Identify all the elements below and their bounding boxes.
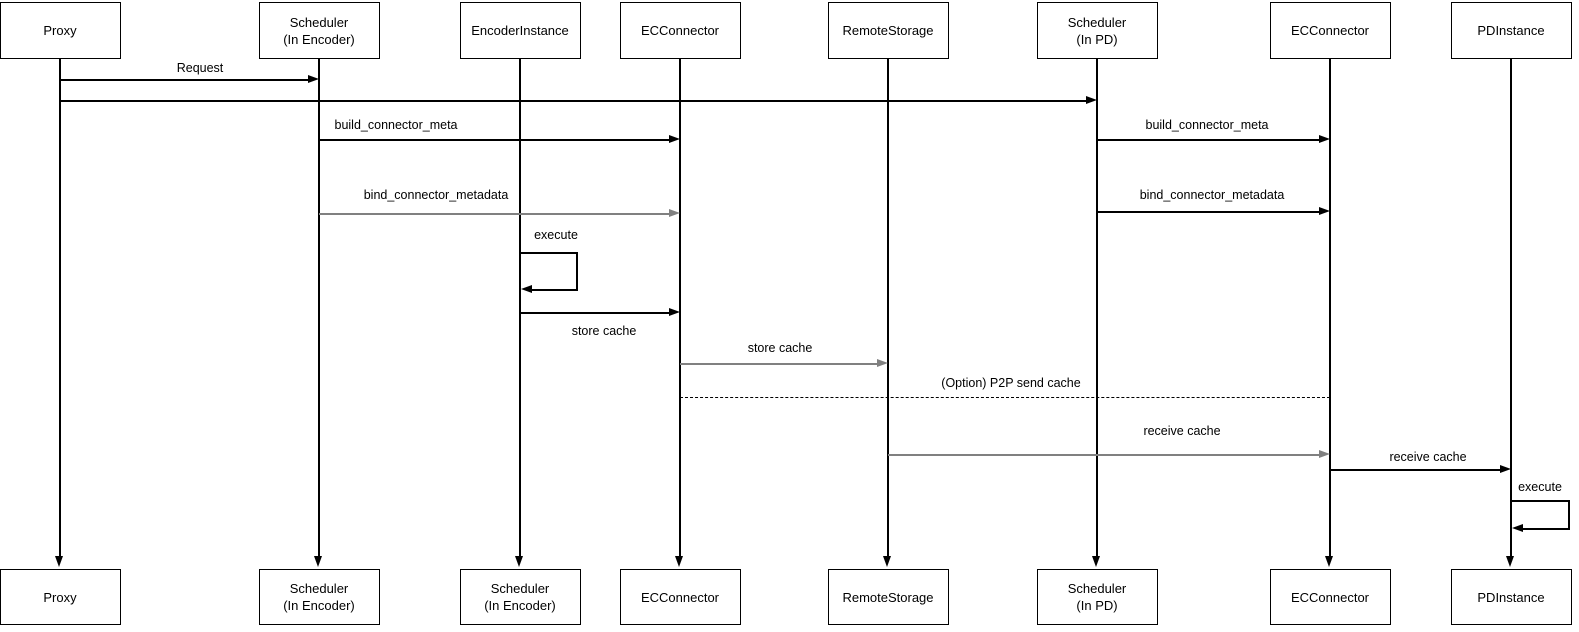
message-bind-connector-metadata-encoder-line — [319, 212, 670, 216]
message-store-cache-remote-storage-arrowhead-icon — [877, 359, 888, 368]
message-build-connector-meta-encoder-line — [319, 139, 670, 141]
lifeline-scheduler-encoder-arrowhead-icon — [314, 556, 323, 567]
message-receive-cache-ec-connector-line — [888, 453, 1320, 457]
actor-top-encoder-instance[interactable]: EncoderInstance — [459, 2, 581, 59]
lifeline-proxy-arrowhead-icon — [55, 556, 64, 567]
lifeline-scheduler-encoder — [318, 59, 320, 556]
message-build-connector-meta-pd-arrowhead-icon — [1319, 135, 1330, 144]
message-store-cache-ec-connector-label: store cache — [569, 324, 639, 338]
actor-top-ec-connector-2-label: ECConnector — [1290, 23, 1370, 38]
actor-bottom-encoder-instance-label: Scheduler (In Encoder) — [484, 581, 556, 613]
message-bind-connector-metadata-pd-arrowhead-icon — [1319, 207, 1330, 216]
actor-bottom-pd-instance[interactable]: PDInstance — [1450, 569, 1572, 625]
selfloop-execute-pd-label: execute — [1516, 480, 1564, 494]
actor-top-encoder-instance-label: EncoderInstance — [471, 23, 569, 38]
message-request-line — [60, 79, 309, 81]
message-bind-connector-metadata-encoder-label: bind_connector_metadata — [361, 188, 511, 202]
actor-bottom-remote-storage[interactable]: RemoteStorage — [827, 569, 949, 625]
message-receive-cache-pd-instance-line — [1330, 469, 1501, 471]
actor-top-remote-storage-label: RemoteStorage — [842, 23, 934, 38]
selfloop-execute-pd-top-line — [1511, 500, 1570, 502]
actor-top-ec-connector-1-label: ECConnector — [640, 23, 720, 38]
actor-top-ec-connector-1[interactable]: ECConnector — [619, 2, 741, 59]
message-request-arrowhead-icon — [308, 75, 319, 84]
actor-top-scheduler-encoder-label: Scheduler (In Encoder) — [283, 14, 355, 47]
lifeline-scheduler-pd-arrowhead-icon — [1092, 556, 1101, 567]
lifeline-pd-instance — [1510, 59, 1512, 556]
lifeline-ec-connector-1 — [679, 59, 681, 556]
lifeline-ec-connector-2 — [1329, 59, 1331, 556]
actor-bottom-remote-storage-label: RemoteStorage — [842, 589, 934, 605]
actor-bottom-scheduler-encoder-label: Scheduler (In Encoder) — [283, 581, 355, 613]
message-build-connector-meta-encoder-arrowhead-icon — [669, 135, 680, 144]
lifeline-ec-connector-2-arrowhead-icon — [1325, 556, 1334, 567]
actor-top-proxy[interactable]: Proxy — [0, 2, 121, 59]
lifeline-remote-storage — [887, 59, 889, 556]
message-p2p-send-cache-line — [680, 397, 1330, 399]
actor-top-proxy-label: Proxy — [43, 23, 77, 38]
actor-top-remote-storage[interactable]: RemoteStorage — [827, 2, 949, 59]
message-receive-cache-ec-connector-label: receive cache — [1141, 424, 1223, 438]
actor-bottom-ec-connector-1-label: ECConnector — [640, 589, 720, 605]
message-store-cache-ec-connector-line — [520, 312, 670, 314]
actor-bottom-scheduler-pd-label: Scheduler (In PD) — [1067, 581, 1127, 613]
selfloop-execute-pd-right-line — [1568, 501, 1570, 529]
lifeline-encoder-instance-arrowhead-icon — [515, 556, 524, 567]
lifeline-ec-connector-1-arrowhead-icon — [675, 556, 684, 567]
message-store-cache-ec-connector-arrowhead-icon — [669, 308, 680, 317]
actor-bottom-ec-connector-1[interactable]: ECConnector — [619, 569, 741, 625]
actor-top-scheduler-encoder[interactable]: Scheduler (In Encoder) — [258, 2, 380, 59]
message-bind-connector-metadata-pd-line — [1097, 211, 1320, 213]
selfloop-execute-encoder-top-line — [520, 252, 578, 254]
actor-bottom-pd-instance-label: PDInstance — [1477, 589, 1545, 605]
lifeline-scheduler-pd — [1096, 59, 1098, 556]
selfloop-execute-encoder-label: execute — [532, 228, 580, 242]
message-proxy-to-scheduler-pd-line — [60, 100, 1087, 102]
lifeline-encoder-instance — [519, 59, 521, 556]
actor-bottom-encoder-instance[interactable]: Scheduler (In Encoder) — [459, 569, 581, 625]
message-p2p-send-cache-label: (Option) P2P send cache — [939, 376, 1083, 390]
message-build-connector-meta-encoder-label: build_connector_meta — [332, 118, 460, 132]
message-bind-connector-metadata-pd-label: bind_connector_metadata — [1137, 188, 1287, 202]
actor-bottom-proxy[interactable]: Proxy — [0, 569, 121, 625]
message-receive-cache-pd-instance-label: receive cache — [1387, 450, 1469, 464]
selfloop-execute-pd-bottom-line — [1522, 528, 1570, 530]
message-store-cache-remote-storage-line — [680, 362, 878, 366]
selfloop-execute-encoder-arrowhead-icon — [521, 285, 532, 294]
actor-top-scheduler-pd[interactable]: Scheduler (In PD) — [1036, 2, 1158, 59]
selfloop-execute-pd-arrowhead-icon — [1512, 524, 1523, 533]
message-receive-cache-pd-instance-arrowhead-icon — [1500, 465, 1511, 474]
message-store-cache-remote-storage-label: store cache — [745, 341, 815, 355]
message-receive-cache-ec-connector-arrowhead-icon — [1319, 450, 1330, 459]
message-build-connector-meta-pd-label: build_connector_meta — [1143, 118, 1271, 132]
actor-top-pd-instance[interactable]: PDInstance — [1450, 2, 1572, 59]
actor-top-pd-instance-label: PDInstance — [1477, 23, 1545, 38]
actor-bottom-proxy-label: Proxy — [43, 589, 77, 605]
actor-bottom-scheduler-encoder[interactable]: Scheduler (In Encoder) — [258, 569, 380, 625]
actor-bottom-scheduler-pd[interactable]: Scheduler (In PD) — [1036, 569, 1158, 625]
message-request-label: Request — [174, 61, 226, 75]
actor-top-scheduler-pd-label: Scheduler (In PD) — [1067, 14, 1127, 47]
lifeline-proxy — [59, 59, 61, 556]
message-proxy-to-scheduler-pd-arrowhead-icon — [1086, 96, 1097, 105]
actor-top-ec-connector-2[interactable]: ECConnector — [1269, 2, 1391, 59]
message-build-connector-meta-pd-line — [1097, 139, 1320, 141]
selfloop-execute-encoder-right-line — [576, 253, 578, 290]
actor-bottom-ec-connector-2[interactable]: ECConnector — [1269, 569, 1391, 625]
lifeline-remote-storage-arrowhead-icon — [883, 556, 892, 567]
message-bind-connector-metadata-encoder-arrowhead-icon — [669, 209, 680, 218]
actor-bottom-ec-connector-2-label: ECConnector — [1290, 589, 1370, 605]
selfloop-execute-encoder-bottom-line — [531, 289, 578, 291]
lifeline-pd-instance-arrowhead-icon — [1506, 556, 1515, 567]
